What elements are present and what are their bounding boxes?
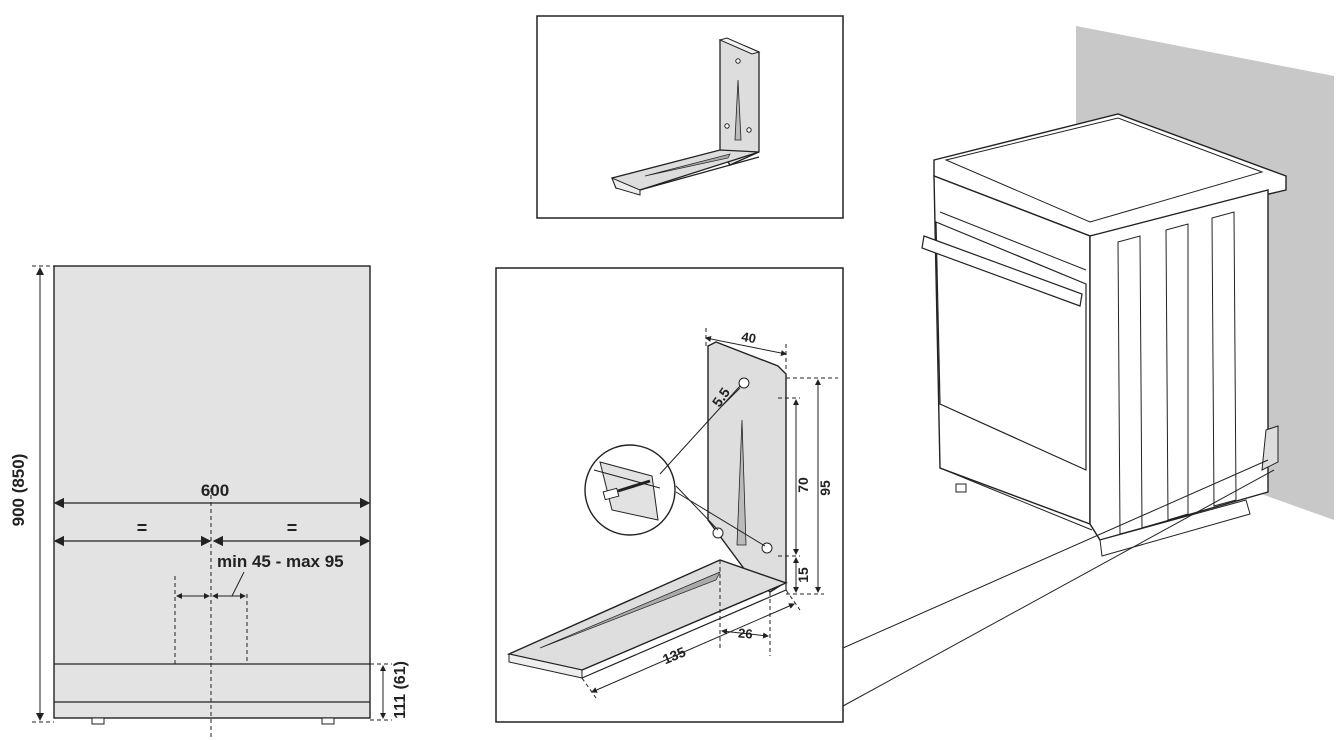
range-leader <box>231 571 245 597</box>
l135-dimension-line <box>591 603 795 693</box>
cooker-perspective <box>842 26 1334 707</box>
width-label: 600 <box>201 481 229 500</box>
bracket-overview-box <box>536 15 844 219</box>
top-width-label: 40 <box>740 329 757 346</box>
oven-handle <box>921 235 1083 307</box>
cooker-front-panel <box>53 265 371 719</box>
right-foot <box>321 717 335 725</box>
bracket-overview-frame <box>536 15 844 219</box>
detail-hole-left <box>712 527 724 539</box>
magnifier-leader-2 <box>675 485 719 531</box>
detail-hole-top <box>738 377 750 389</box>
equal-right-mark: = <box>287 518 298 538</box>
magnifier-leader-3 <box>675 491 766 547</box>
height-70-label: 70 <box>795 477 811 493</box>
projection-line-lower <box>842 469 1275 707</box>
w40-dimension-line <box>705 336 787 356</box>
wall-bracket <box>1261 425 1279 471</box>
left-foot <box>91 717 105 725</box>
screw-icon <box>602 479 651 501</box>
equal-left-mark: = <box>137 518 148 538</box>
range-label: min 45 - max 95 <box>217 552 344 571</box>
plinth-label: 111 (61) <box>392 661 409 719</box>
front-view: 900 (850) 600 = = min 45 - max 95 111 (6… <box>9 265 409 740</box>
magnifier-leader-1 <box>659 385 741 475</box>
bracket-detail-box: 40 5.5 70 15 95 26 135 <box>495 267 844 723</box>
projection-line-upper <box>842 459 1269 649</box>
height-15-label: 15 <box>795 567 811 583</box>
height-label: 900 (850) <box>9 454 28 527</box>
detail-hole-right <box>761 542 773 554</box>
height-95-label: 95 <box>817 480 833 496</box>
